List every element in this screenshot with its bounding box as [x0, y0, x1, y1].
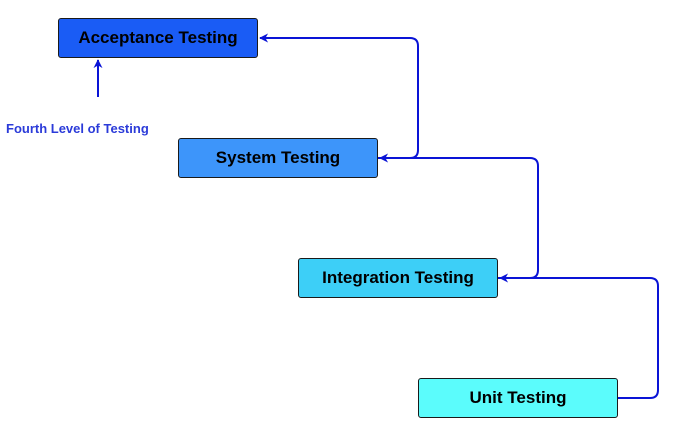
unit-testing-box: Unit Testing [418, 378, 618, 418]
arrow-system-to-acceptance [259, 33, 419, 159]
integration-testing-box: Integration Testing [298, 258, 498, 298]
acceptance-testing-box: Acceptance Testing [58, 18, 258, 58]
fourth-level-note: Fourth Level of Testing [6, 121, 149, 136]
arrow-unit-to-integration [499, 273, 659, 399]
system-testing-box: System Testing [178, 138, 378, 178]
arrow-integration-to-system [379, 153, 539, 279]
